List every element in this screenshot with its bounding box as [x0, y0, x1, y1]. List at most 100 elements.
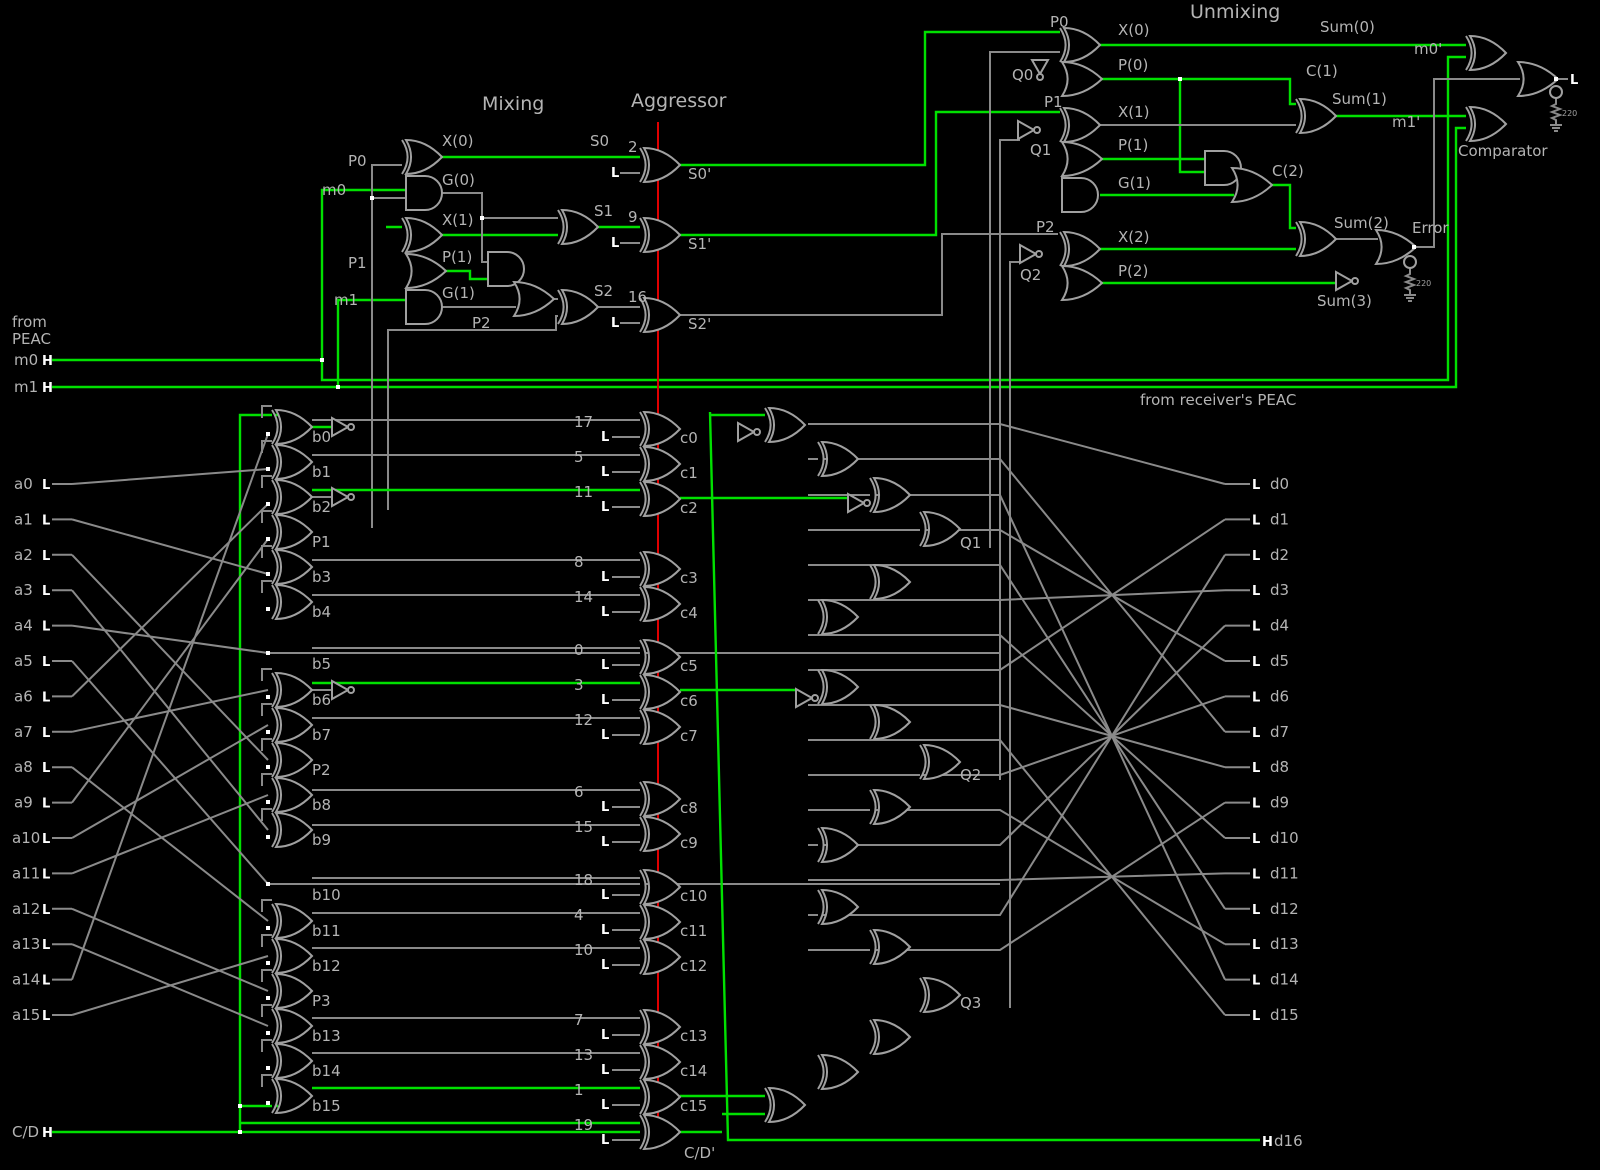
input-pin-a12[interactable]: L: [42, 903, 50, 918]
output-pin-d13[interactable]: L: [1252, 938, 1260, 953]
output-pin-d16[interactable]: H: [1262, 1135, 1273, 1150]
comparator-out-pin[interactable]: L: [1570, 73, 1578, 88]
b-label: b12: [312, 957, 341, 975]
input-pin-a5[interactable]: L: [42, 655, 50, 670]
cdprime-wire: [708, 411, 1260, 1142]
xor-back-curve: [271, 1043, 279, 1079]
output-pin-d3[interactable]: L: [1252, 584, 1260, 599]
output-pin-d5[interactable]: L: [1252, 655, 1260, 670]
output-pin-d8[interactable]: L: [1252, 761, 1260, 776]
S2prime-wire: [680, 233, 1058, 316]
aggressor-index: 5: [574, 448, 584, 466]
output-pin-d4[interactable]: L: [1252, 620, 1260, 635]
output-label-d11: d11: [1270, 864, 1299, 882]
input-pin-a14[interactable]: L: [42, 974, 50, 989]
xor-gate-S2: [560, 288, 600, 326]
input-pin-a2[interactable]: L: [42, 549, 50, 564]
or-gate-uP2: [1060, 264, 1104, 302]
input-pin-a3[interactable]: L: [42, 584, 50, 599]
aggressor-pin[interactable]: L: [601, 1098, 609, 1113]
input-pin-a0[interactable]: L: [42, 478, 50, 493]
not-gate-Q2: [1019, 243, 1039, 265]
output-pin-d0[interactable]: L: [1252, 478, 1260, 493]
output-label-d14: d14: [1270, 971, 1299, 989]
input-label-a1: a1: [14, 510, 33, 528]
unmix-xor-gate-13: [922, 976, 962, 1014]
xor-back-curve: [271, 584, 279, 620]
input-pin-a1[interactable]: L: [42, 513, 50, 528]
xor-back-curve: [639, 1114, 647, 1150]
unmix-label: Error: [1412, 219, 1449, 237]
unmix-xor-gate-6: [820, 668, 860, 706]
aggressor-pin[interactable]: L: [601, 958, 609, 973]
aggressor-pin[interactable]: L: [601, 1028, 609, 1043]
input-pin-a9[interactable]: L: [42, 797, 50, 812]
aggressor-pin[interactable]: L: [601, 835, 609, 850]
aggressor-pin[interactable]: L: [601, 430, 609, 445]
input-pin-a8[interactable]: L: [42, 761, 50, 776]
aggressor-pin[interactable]: L: [601, 800, 609, 815]
aggressor-pin[interactable]: L: [601, 500, 609, 515]
output-pin-d10[interactable]: L: [1252, 832, 1260, 847]
aggressor-xor-c8: [642, 780, 682, 818]
xor-back-curve: [639, 939, 647, 975]
junction-dot: [238, 1104, 242, 1108]
xor-back-curve: [639, 1009, 647, 1045]
junction-dot: [266, 695, 270, 699]
aggressor-pin[interactable]: L: [611, 166, 619, 181]
junction-dot: [370, 196, 374, 200]
output-pin-d9[interactable]: L: [1252, 797, 1260, 812]
aggressor-pin[interactable]: L: [601, 570, 609, 585]
aggressor-pin[interactable]: L: [601, 888, 609, 903]
output-pin-d15[interactable]: L: [1252, 1009, 1260, 1024]
aggressor-pin[interactable]: L: [611, 316, 619, 331]
input-label-a3: a3: [14, 581, 33, 599]
input-pin-a15[interactable]: L: [42, 1009, 50, 1024]
junction-dot: [266, 926, 270, 930]
aggressor-pin[interactable]: L: [601, 1063, 609, 1078]
xor-back-curve: [817, 889, 825, 925]
aggressor-pin[interactable]: L: [601, 923, 609, 938]
aggressor-index: 15: [574, 818, 593, 836]
output-pin-d14[interactable]: L: [1252, 974, 1260, 989]
input-pin-a13[interactable]: L: [42, 938, 50, 953]
aggressor-pin[interactable]: L: [611, 236, 619, 251]
aggressor-pin[interactable]: L: [601, 728, 609, 743]
chain-wire: [261, 580, 272, 593]
aggressor-index: 10: [574, 941, 593, 959]
not-bubble: [1351, 277, 1359, 285]
crossing-wire-a6: [71, 503, 269, 698]
xor-back-curve: [401, 139, 409, 175]
input-label-a7: a7: [14, 723, 33, 741]
aggressor-pin[interactable]: L: [601, 693, 609, 708]
input-pin-a11[interactable]: L: [42, 867, 50, 882]
output-pin-d1[interactable]: L: [1252, 513, 1260, 528]
output-pin-d7[interactable]: L: [1252, 726, 1260, 741]
input-pin-a10[interactable]: L: [42, 832, 50, 847]
S1prime-wire: [680, 110, 1060, 237]
b-label: P1: [312, 533, 331, 551]
aggressor-pin[interactable]: L: [601, 1133, 609, 1148]
aggressor-out-label: c3: [680, 569, 698, 587]
input-pin-a7[interactable]: L: [42, 726, 50, 741]
aggressor-pin[interactable]: L: [601, 658, 609, 673]
output-pin-d12[interactable]: L: [1252, 903, 1260, 918]
input-pin-cd[interactable]: H: [42, 1126, 53, 1141]
input-pin-a4[interactable]: L: [42, 620, 50, 635]
input-pin-m0[interactable]: H: [42, 354, 53, 369]
output-pin-d11[interactable]: L: [1252, 867, 1260, 882]
junction-dot: [480, 216, 484, 220]
junction-dot: [266, 1101, 270, 1105]
output-pin-d2[interactable]: L: [1252, 549, 1260, 564]
chain-wire: [261, 808, 272, 821]
junction-dot: [266, 996, 270, 1000]
input-pin-a6[interactable]: L: [42, 690, 50, 705]
xor-back-curve: [639, 1079, 647, 1115]
aggressor-xor-c9: [642, 815, 682, 853]
Q1-feedback: [989, 51, 1060, 548]
xor-back-curve: [817, 1054, 825, 1090]
aggressor-pin[interactable]: L: [601, 605, 609, 620]
output-pin-d6[interactable]: L: [1252, 690, 1260, 705]
input-pin-m1[interactable]: H: [42, 381, 53, 396]
aggressor-pin[interactable]: L: [601, 465, 609, 480]
